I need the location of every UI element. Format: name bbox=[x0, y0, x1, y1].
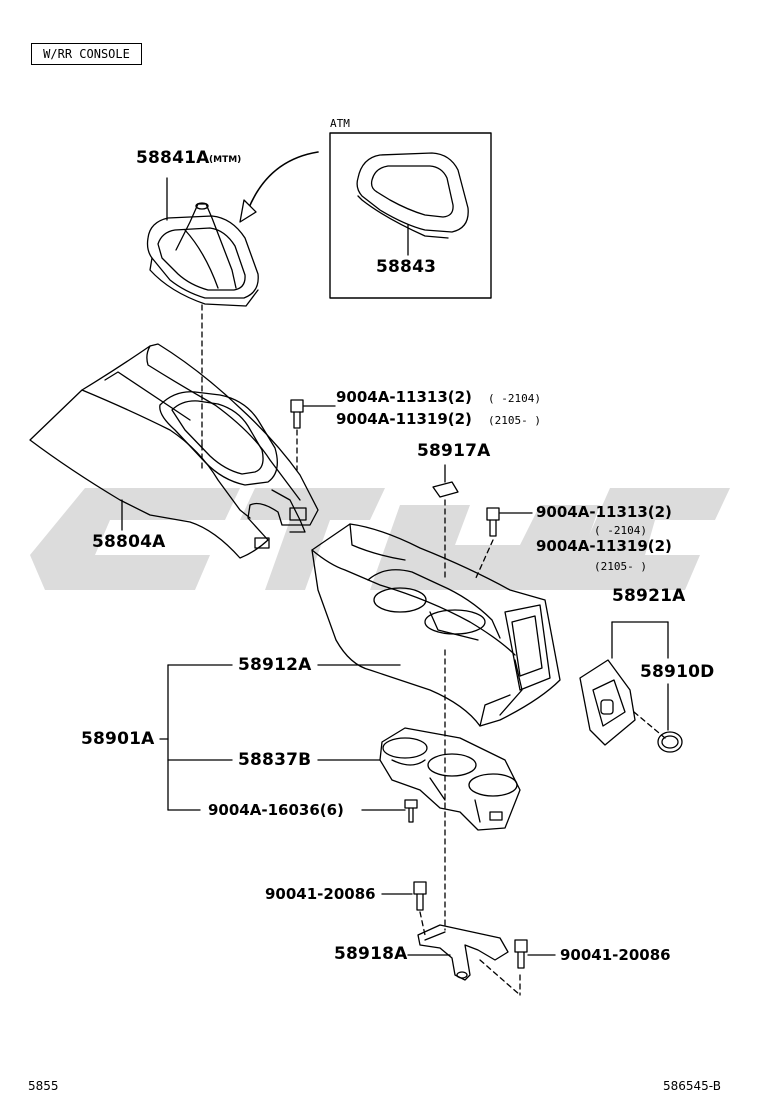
screw-part bbox=[404, 799, 418, 823]
part-range-bolt-b-1: ( -2104) bbox=[594, 524, 647, 537]
part-label-58917a[interactable]: 58917A bbox=[417, 441, 491, 461]
cup-holder-part bbox=[379, 727, 521, 831]
atm-arrow bbox=[247, 151, 319, 211]
clip-part bbox=[432, 481, 459, 498]
part-label-bolt-b-1[interactable]: 9004A-11313(2) bbox=[536, 503, 672, 521]
bolt-c bbox=[413, 881, 427, 911]
part-label-bolt-b-2[interactable]: 9004A-11319(2) bbox=[536, 537, 672, 555]
part-label-bolt-c[interactable]: 90041-20086 bbox=[265, 885, 376, 903]
atm-inset-box bbox=[329, 132, 492, 299]
bolt-a bbox=[290, 399, 304, 429]
plug-part bbox=[657, 731, 683, 753]
shift-boot-part bbox=[146, 202, 259, 307]
part-label-58804a[interactable]: 58804A bbox=[92, 532, 166, 552]
illustration-code: 586545-B bbox=[663, 1079, 721, 1093]
part-range-bolt-a-1: ( -2104) bbox=[488, 392, 541, 405]
part-label-58918a[interactable]: 58918A bbox=[334, 944, 408, 964]
part-label-58843[interactable]: 58843 bbox=[376, 257, 437, 277]
atm-bezel-part bbox=[356, 152, 469, 239]
part-label-58921a[interactable]: 58921A bbox=[612, 586, 686, 606]
part-label-58837b[interactable]: 58837B bbox=[238, 750, 312, 770]
atm-label: ATM bbox=[330, 117, 350, 130]
part-note-mtm: (MTM) bbox=[209, 155, 242, 165]
part-label-58841a[interactable]: 58841A bbox=[136, 148, 210, 168]
bolt-b bbox=[486, 507, 500, 537]
part-label-58912a[interactable]: 58912A bbox=[238, 655, 312, 675]
bolt-d bbox=[514, 939, 528, 969]
upper-console-part bbox=[29, 343, 319, 559]
part-range-bolt-a-2: (2105- ) bbox=[488, 414, 541, 427]
part-label-bolt-a-2[interactable]: 9004A-11319(2) bbox=[336, 410, 472, 428]
variant-label-box: W/RR CONSOLE bbox=[31, 43, 142, 65]
part-label-screw[interactable]: 9004A-16036(6) bbox=[208, 801, 344, 819]
part-range-bolt-b-2: (2105- ) bbox=[594, 560, 647, 573]
part-label-bolt-d[interactable]: 90041-20086 bbox=[560, 946, 671, 964]
watermark-logo bbox=[30, 488, 730, 590]
part-label-bolt-a-1[interactable]: 9004A-11313(2) bbox=[336, 388, 472, 406]
variant-label: W/RR CONSOLE bbox=[43, 47, 130, 61]
page-code: 5855 bbox=[28, 1079, 59, 1093]
bracket-part bbox=[417, 924, 509, 981]
part-label-58910d[interactable]: 58910D bbox=[640, 662, 715, 682]
panel-part bbox=[579, 659, 636, 746]
console-box-part bbox=[311, 523, 561, 727]
part-label-58901a[interactable]: 58901A bbox=[81, 729, 155, 749]
